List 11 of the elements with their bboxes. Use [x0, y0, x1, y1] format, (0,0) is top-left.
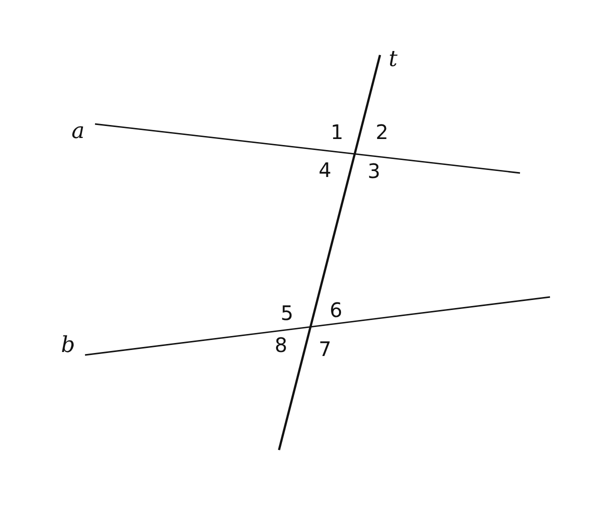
angle-number: 3	[368, 160, 380, 182]
angle-number: 6	[330, 299, 342, 321]
angle-number: 5	[280, 302, 294, 324]
angle-number: 7	[318, 338, 332, 360]
line-name: a	[71, 121, 85, 143]
line-name: t	[388, 49, 398, 71]
angle-number: 8	[274, 334, 288, 356]
angle-number: 2	[376, 121, 388, 143]
angle-number: 1	[330, 121, 344, 143]
angle-number: 4	[318, 159, 332, 181]
line-name: b	[60, 335, 76, 357]
